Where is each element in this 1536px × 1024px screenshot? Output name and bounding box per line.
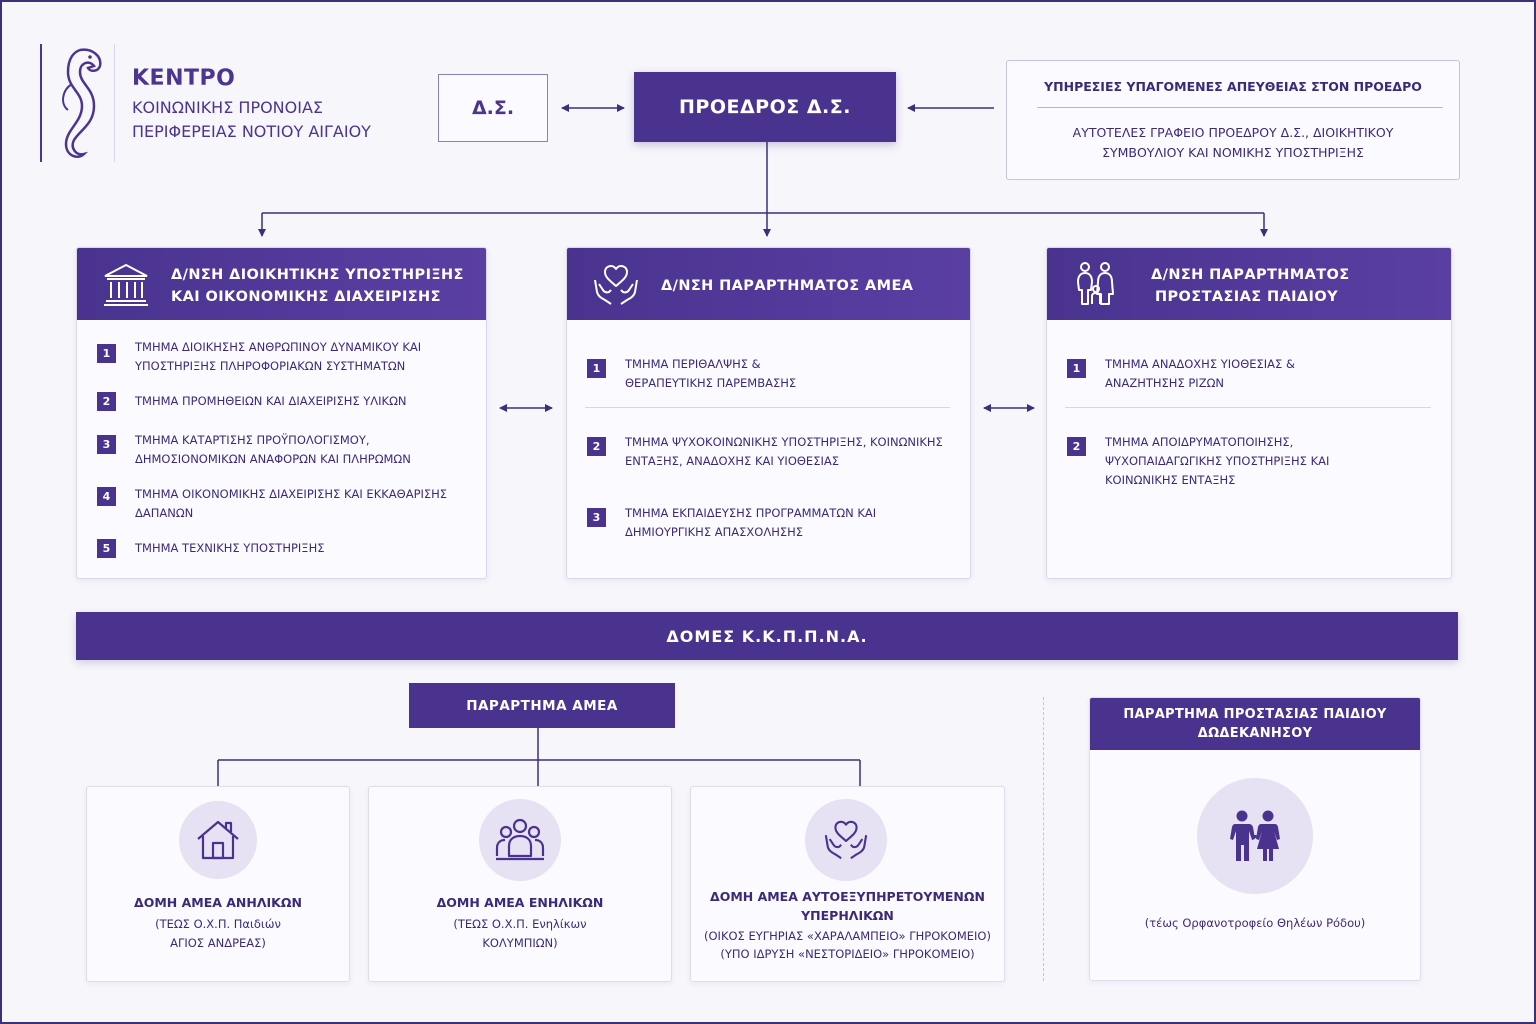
item-number: 2 xyxy=(1067,437,1086,456)
item-number: 3 xyxy=(587,508,606,527)
directorate-admin-card: Δ/ΝΣΗ ΔΙΟΙΚΗΤΙΚΗΣ ΥΠΟΣΤΗΡΙΞΗΣ ΚΑΙ ΟΙΚΟΝΟ… xyxy=(76,247,487,579)
item-number: 3 xyxy=(97,435,116,454)
caring-hands-heart-icon xyxy=(594,265,638,305)
card-title: Δ/ΝΣΗ ΠΑΡΑΡΤΗΜΑΤΟΣ ΠΡΟΣΤΑΣΙΑΣ ΠΑΙΔΙΟΥ xyxy=(1151,264,1350,308)
item-number: 4 xyxy=(97,487,116,506)
child-annex-title-line1: ΠΑΡΑΡΤΗΜΑ ΠΡΟΣΤΑΣΙΑΣ ΠΑΙΔΙΟΥ xyxy=(1123,707,1387,722)
card-title-line1: Δ/ΝΣΗ ΠΑΡΑΡΤΗΜΑΤΟΣ ΑΜΕΑ xyxy=(661,278,914,294)
item-divider xyxy=(1065,407,1431,408)
board-box: Δ.Σ. xyxy=(438,74,548,142)
item-text: ΤΜΗΜΑ ΨΥΧΟΚΟΙΝΩΝΙΚΗΣ ΥΠΟΣΤΗΡΙΞΗΣ, ΚΟΙΝΩΝ… xyxy=(625,435,943,468)
item-divider xyxy=(585,407,950,408)
amea-annex-header: ΠΑΡΑΡΤΗΜΑ ΑΜΕΑ xyxy=(409,683,675,728)
item-text: ΤΜΗΜΑ ΔΙΟΙΚΗΣΗΣ ΑΝΘΡΩΠΙΝΟΥ ΔΥΝΑΜΙΚΟΥ ΚΑΙ… xyxy=(135,340,422,373)
item-number: 1 xyxy=(587,359,606,378)
structure-title: ΔΟΜΗ ΑΜΕΑ ΑΝΗΛΙΚΩΝ xyxy=(134,895,302,910)
section-dashed-divider xyxy=(1043,697,1044,981)
structure-title: ΔΟΜΗ ΑΜΕΑ ΕΝΗΛΙΚΩΝ xyxy=(436,895,604,910)
card-title: Δ/ΝΣΗ ΔΙΟΙΚΗΤΙΚΗΣ ΥΠΟΣΤΗΡΙΞΗΣ ΚΑΙ ΟΙΚΟΝΟ… xyxy=(171,264,464,308)
item-number: 2 xyxy=(97,392,116,411)
item-text: ΤΜΗΜΑ ΕΚΠΑΙΔΕΥΣΗΣ ΠΡΟΓΡΑΜΜΑΤΩΝ ΚΑΙ ΔΗΜΙΟ… xyxy=(625,506,877,539)
institution-building-icon xyxy=(104,263,148,306)
item-text: ΤΜΗΜΑ ΑΠΟΙΔΡΥΜΑΤΟΠΟΙΗΣΗΣ, ΨΥΧΟΠΑΙΔΑΓΩΓΙΚ… xyxy=(1105,435,1330,487)
item-text: ΤΜΗΜΑ ΤΕΧΝΙΚΗΣ ΥΠΟΣΤΗΡΙΞΗΣ xyxy=(135,541,325,555)
card-header: Δ/ΝΣΗ ΔΙΟΙΚΗΤΙΚΗΣ ΥΠΟΣΤΗΡΙΞΗΣ ΚΑΙ ΟΙΚΟΝΟ… xyxy=(77,248,486,320)
item-text: ΤΜΗΜΑ ΠΕΡΙΘΑΛΨΗΣ & ΘΕΡΑΠΕΥΤΙΚΗΣ ΠΑΡΕΜΒΑΣ… xyxy=(625,357,797,390)
item-number: 1 xyxy=(97,344,116,363)
children-icon xyxy=(1230,810,1280,861)
structure-subtitle-line2: ΚΟΛΥΜΠΙΩΝ) xyxy=(482,936,558,950)
structure-subtitle-line1: (ΟΙΚΟΣ ΕΥΓΗΡΙΑΣ «ΧΑΡΑΛΑΜΠΕΙΟ» ΓΗΡΟΚΟΜΕΙΟ… xyxy=(704,929,991,943)
structure-title-line1: ΔΟΜΗ ΑΜΕΑ ΑΥΤΟΕΞΥΠΗΡΕΤΟΥΜΕΝΩΝ xyxy=(710,889,985,904)
president-box: ΠΡΟΕΔΡΟΣ Δ.Σ. xyxy=(634,72,896,142)
item-number: 1 xyxy=(1067,359,1086,378)
icon-circle xyxy=(1197,778,1313,894)
family-children-icon xyxy=(1077,262,1114,305)
house-icon xyxy=(197,820,239,860)
structure-subtitle-line2: (ΥΠΟ ΙΔΡΥΣΗ «ΝΕΣΤΟΡΙΔΕΙΟ» ΓΗΡΟΚΟΜΕΙΟ) xyxy=(720,947,975,961)
child-annex-title-line2: ΔΩΔΕΚΑΝΗΣΟΥ xyxy=(1197,726,1313,741)
structure-card-minors: ΔΟΜΗ ΑΜΕΑ ΑΝΗΛΙΚΩΝ (ΤΕΩΣ Ο.Χ.Π. Παιδιών … xyxy=(86,786,350,982)
item-text: ΤΜΗΜΑ ΚΑΤΑΡΤΙΣΗΣ ΠΡΟΫΠΟΛΟΓΙΣΜΟΥ, ΔΗΜΟΣΙΟ… xyxy=(135,433,411,466)
logo-title: ΚΕΝΤΡΟ xyxy=(132,66,236,91)
president-services-box: ΥΠΗΡΕΣΙΕΣ ΥΠΑΓΟΜΕΝΕΣ ΑΠΕΥΘΕΙΑΣ ΣΤΟΝ ΠΡΟΕ… xyxy=(1006,60,1460,180)
directorate-child-card: Δ/ΝΣΗ ΠΑΡΑΡΤΗΜΑΤΟΣ ΠΡΟΣΤΑΣΙΑΣ ΠΑΙΔΙΟΥ 1 … xyxy=(1046,247,1452,579)
structure-subtitle-line1: (ΤΕΩΣ Ο.Χ.Π. Παιδιών xyxy=(155,917,281,931)
services-divider xyxy=(1037,107,1443,108)
child-protection-annex-card: ΠΑΡΑΡΤΗΜΑ ΠΡΟΣΤΑΣΙΑΣ ΠΑΙΔΙΟΥ ΔΩΔΕΚΑΝΗΣΟΥ… xyxy=(1089,697,1421,981)
item-text: ΤΜΗΜΑ ΑΝΑΔΟΧΗΣ ΥΙΟΘΕΣΙΑΣ & ΑΝΑΖΗΤΗΣΗΣ ΡΙ… xyxy=(1105,357,1295,390)
item-number: 2 xyxy=(587,437,606,456)
item-number: 5 xyxy=(97,539,116,558)
structure-subtitle-line2: ΑΓΙΟΣ ΑΝΔΡΕΑΣ) xyxy=(170,936,266,950)
structure-card-adults: ΔΟΜΗ ΑΜΕΑ ΕΝΗΛΙΚΩΝ (ΤΕΩΣ Ο.Χ.Π. Ενηλίκων… xyxy=(368,786,672,982)
services-text: ΑΥΤΟΤΕΛΕΣ ΓΡΑΦΕΙΟ ΠΡΟΕΔΡΟΥ Δ.Σ., ΔΙΟΙΚΗΤ… xyxy=(1072,125,1394,160)
organization-logo: ΚΕΝΤΡΟ ΚΟΙΝΩΝΙΚΗΣ ΠΡΟΝΟΙΑΣ ΠΕΡΙΦΕΡΕΙΑΣ Ν… xyxy=(40,44,420,164)
card-title-line1: Δ/ΝΣΗ ΠΑΡΑΡΤΗΜΑΤΟΣ xyxy=(1151,267,1350,283)
services-title: ΥΠΗΡΕΣΙΕΣ ΥΠΑΓΟΜΕΝΕΣ ΑΠΕΥΘΕΙΑΣ ΣΤΟΝ ΠΡΟΕ… xyxy=(1044,79,1422,94)
child-annex-subtitle: (τέως Ορφανοτροφείο Θηλέων Ρόδου) xyxy=(1144,916,1366,930)
card-title-line1: Δ/ΝΣΗ ΔΙΟΙΚΗΤΙΚΗΣ ΥΠΟΣΤΗΡΙΞΗΣ xyxy=(171,267,464,283)
icon-circle xyxy=(479,799,561,881)
card-header: Δ/ΝΣΗ ΠΑΡΑΡΤΗΜΑΤΟΣ ΠΡΟΣΤΑΣΙΑΣ ΠΑΙΔΙΟΥ xyxy=(1047,248,1451,320)
child-annex-header: ΠΑΡΑΡΤΗΜΑ ΠΡΟΣΤΑΣΙΑΣ ΠΑΙΔΙΟΥ ΔΩΔΕΚΑΝΗΣΟΥ xyxy=(1090,698,1420,750)
item-text: ΤΜΗΜΑ ΟΙΚΟΝΟΜΙΚΗΣ ΔΙΑΧΕΙΡΙΣΗΣ ΚΑΙ ΕΚΚΑΘΑ… xyxy=(135,487,448,520)
logo-subtitle-line2: ΠΕΡΙΦΕΡΕΙΑΣ ΝΟΤΙΟΥ ΑΙΓΑΙΟΥ xyxy=(132,122,371,141)
logo-separator xyxy=(114,44,115,162)
structures-banner: ΔΟΜΕΣ Κ.Κ.Π.Π.Ν.Α. xyxy=(76,612,1458,660)
icon-circle xyxy=(804,799,887,881)
card-title: Δ/ΝΣΗ ΠΑΡΑΡΤΗΜΑΤΟΣ ΑΜΕΑ xyxy=(661,275,913,297)
icon-circle xyxy=(179,801,257,879)
directorate-amea-card: Δ/ΝΣΗ ΠΑΡΑΡΤΗΜΑΤΟΣ ΑΜΕΑ 1 ΤΜΗΜΑ ΠΕΡΙΘΑΛΨ… xyxy=(566,247,971,579)
people-group-icon xyxy=(495,818,545,861)
card-header: Δ/ΝΣΗ ΠΑΡΑΡΤΗΜΑΤΟΣ ΑΜΕΑ xyxy=(567,248,970,320)
logo-subtitle-line1: ΚΟΙΝΩΝΙΚΗΣ ΠΡΟΝΟΙΑΣ xyxy=(132,98,324,117)
logo-accent-bar xyxy=(40,44,42,162)
item-text: ΤΜΗΜΑ ΠΡΟΜΗΘΕΙΩΝ ΚΑΙ ΔΙΑΧΕΙΡΙΣΗΣ ΥΛΙΚΩΝ xyxy=(135,394,407,408)
card-title-line2: ΚΑΙ ΟΙΚΟΝΟΜΙΚΗΣ ΔΙΑΧΕΙΡΙΣΗΣ xyxy=(171,289,441,305)
structure-subtitle-line1: (ΤΕΩΣ Ο.Χ.Π. Ενηλίκων xyxy=(453,917,587,931)
card-title-line2: ΠΡΟΣΤΑΣΙΑΣ ΠΑΙΔΙΟΥ xyxy=(1155,289,1338,305)
structure-title-line2: ΥΠΕΡΗΛΙΚΩΝ xyxy=(801,908,894,923)
seahorse-icon xyxy=(62,48,102,158)
structure-card-elderly: ΔΟΜΗ ΑΜΕΑ ΑΥΤΟΕΞΥΠΗΡΕΤΟΥΜΕΝΩΝ ΥΠΕΡΗΛΙΚΩΝ… xyxy=(690,786,1005,982)
caring-hands-heart-icon xyxy=(824,820,867,860)
